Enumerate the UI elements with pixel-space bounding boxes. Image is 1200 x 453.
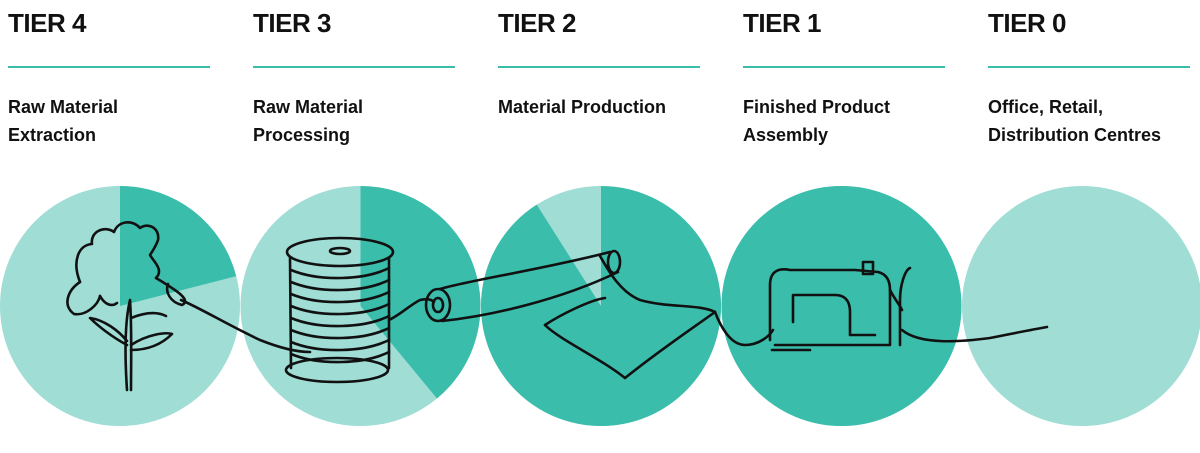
tier-title: TIER 3 (253, 8, 331, 38)
tier-progress-wedge (481, 186, 721, 426)
tier-circles (0, 186, 1200, 426)
tier-description: Raw Material Processing (253, 93, 463, 149)
tier-progress-wedge (360, 186, 481, 399)
tier-description-line: Distribution Centres (988, 125, 1162, 145)
tier-title: TIER 0 (988, 8, 1066, 38)
tier-circle (962, 186, 1200, 426)
tier-description-line: Raw Material (253, 97, 364, 117)
tier-description-line: Finished Product (743, 97, 891, 117)
tier-title: TIER 4 (8, 8, 86, 38)
tier-description-line: Extraction (8, 125, 97, 145)
tier-title: TIER 2 (498, 8, 576, 38)
tier-divider (988, 66, 1190, 68)
tier-divider (253, 66, 455, 68)
tier-description: Finished Product Assembly (743, 93, 953, 149)
tier-divider (743, 66, 945, 68)
thread-line (713, 310, 775, 347)
tier-title: TIER 1 (743, 8, 821, 38)
tier-description: Office, Retail, Distribution Centres (988, 93, 1198, 149)
tier-divider (8, 66, 210, 68)
tier-progress-wedge (120, 186, 237, 306)
tier-progress-wedge (721, 186, 962, 426)
tier-description-line: Raw Material (8, 97, 119, 117)
thread-spool-icon (284, 236, 436, 384)
tier-description-line: Assembly (743, 125, 829, 145)
tier-description-line: Material Production (498, 97, 667, 117)
cotton-plant-icon (66, 221, 312, 392)
tier-description: Raw Material Extraction (8, 93, 218, 149)
tier-description-line: Processing (253, 125, 351, 145)
sewing-machine-icon (768, 260, 1049, 352)
fabric-roll-icon (424, 249, 717, 380)
tier-description-line: Office, Retail, (988, 97, 1104, 117)
tier-description: Material Production (498, 93, 708, 121)
tier-divider (498, 66, 700, 68)
